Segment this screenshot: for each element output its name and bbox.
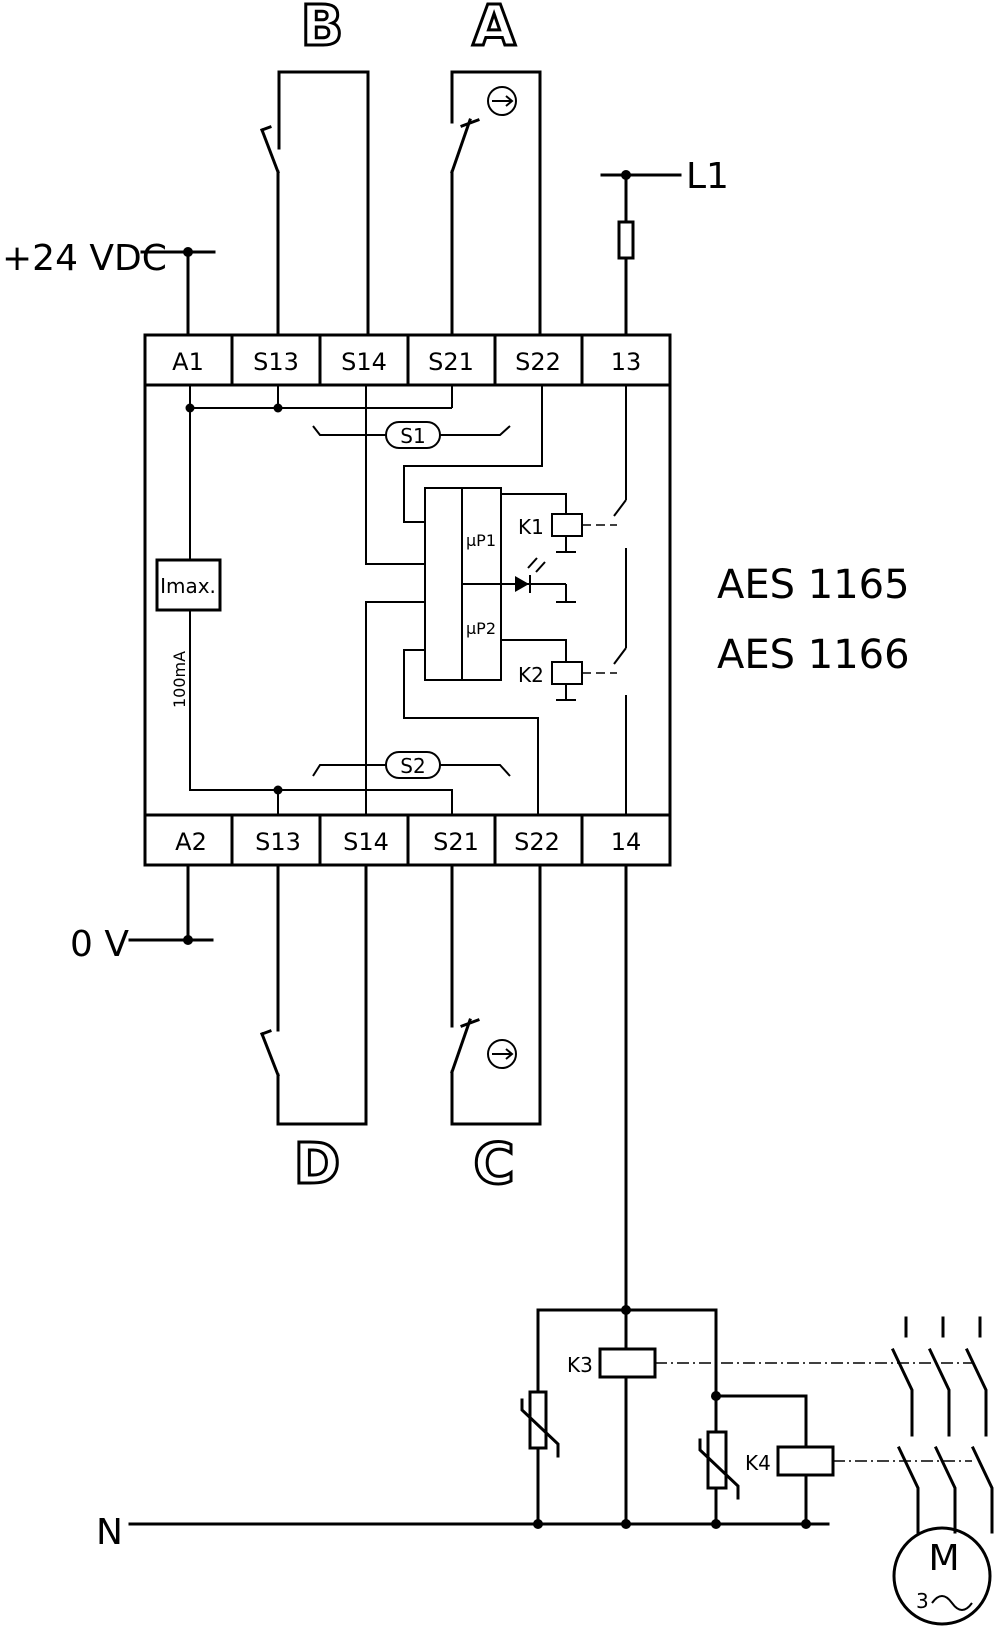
input-c-circuit: C <box>450 863 542 1199</box>
input-c-label: C <box>473 1132 514 1197</box>
contactor-k3: K3 <box>567 1347 972 1379</box>
motor-icon: M 3 <box>892 1526 992 1626</box>
model-name: AES 1166 <box>717 632 910 678</box>
supply-negative: 0 V <box>70 863 214 965</box>
input-a-label: A <box>472 0 516 59</box>
current-limiter-label: Imax. <box>160 574 216 598</box>
terminal-bottom-14: 14 <box>611 828 642 856</box>
supply-positive: +24 VDC <box>2 238 216 337</box>
terminal-top-s14: S14 <box>341 348 387 376</box>
model-names: AES 1165 AES 1166 <box>717 562 910 678</box>
switch-s2-label: S2 <box>400 754 425 778</box>
supply-negative-label: 0 V <box>70 924 129 965</box>
terminal-bottom-s21: S21 <box>433 828 479 856</box>
model-name: AES 1165 <box>717 562 910 608</box>
terminal-top-s21: S21 <box>428 348 474 376</box>
terminal-bottom-s13: S13 <box>255 828 301 856</box>
processor-1-label: µP1 <box>466 531 496 550</box>
terminal-top-s22: S22 <box>515 348 561 376</box>
switch-s1: S1 <box>312 421 511 449</box>
relay-k2-label: K2 <box>518 663 544 687</box>
terminal-top-a1: A1 <box>172 348 204 376</box>
position-switch-icon <box>487 1039 517 1069</box>
terminal-top-s13: S13 <box>253 348 299 376</box>
neutral-label: N <box>96 1512 123 1553</box>
contactor-k3-label: K3 <box>567 1353 593 1377</box>
motor-label: M <box>928 1538 959 1579</box>
relay-k1: K1 <box>501 493 617 553</box>
terminal-bottom-s14: S14 <box>343 828 389 856</box>
input-d-circuit: D <box>260 863 368 1199</box>
input-d-label: D <box>294 1132 340 1197</box>
neutral-line: N <box>96 1512 830 1553</box>
phase-l1: L1 <box>600 156 729 337</box>
processor-2-label: µP2 <box>466 619 496 638</box>
main-contacts <box>891 1316 994 1534</box>
safety-module: A1 S13 S14 S21 S22 13 A2 S13 S14 S21 S22… <box>143 333 672 867</box>
input-b-circuit: B <box>260 0 370 337</box>
input-b-label: B <box>301 0 344 59</box>
switch-s2: S2 <box>312 751 511 779</box>
supply-positive-label: +24 VDC <box>2 238 167 279</box>
fuse-icon <box>617 220 635 260</box>
position-switch-icon <box>487 86 517 116</box>
terminal-bottom-s22: S22 <box>514 828 560 856</box>
input-a-circuit: A <box>450 0 542 337</box>
varistor-icon <box>698 1430 740 1500</box>
contactor-k4-label: K4 <box>745 1451 771 1475</box>
contactor-k4: K4 <box>745 1445 972 1477</box>
current-rating-label: 100mA <box>170 651 189 708</box>
motor-phases-label: 3 <box>916 1589 929 1613</box>
relay-k1-label: K1 <box>518 515 544 539</box>
terminal-bottom-a2: A2 <box>175 828 207 856</box>
relay-k2: K2 <box>501 639 617 701</box>
phase-label: L1 <box>686 156 729 197</box>
varistor-icon <box>520 1390 560 1458</box>
terminal-top-13: 13 <box>611 348 642 376</box>
led-icon <box>501 557 576 603</box>
processor-block: µP1 µP2 <box>424 487 502 681</box>
switch-s1-label: S1 <box>400 424 425 448</box>
output-contacts <box>613 385 627 815</box>
current-limiter: Imax. 100mA <box>155 558 222 708</box>
